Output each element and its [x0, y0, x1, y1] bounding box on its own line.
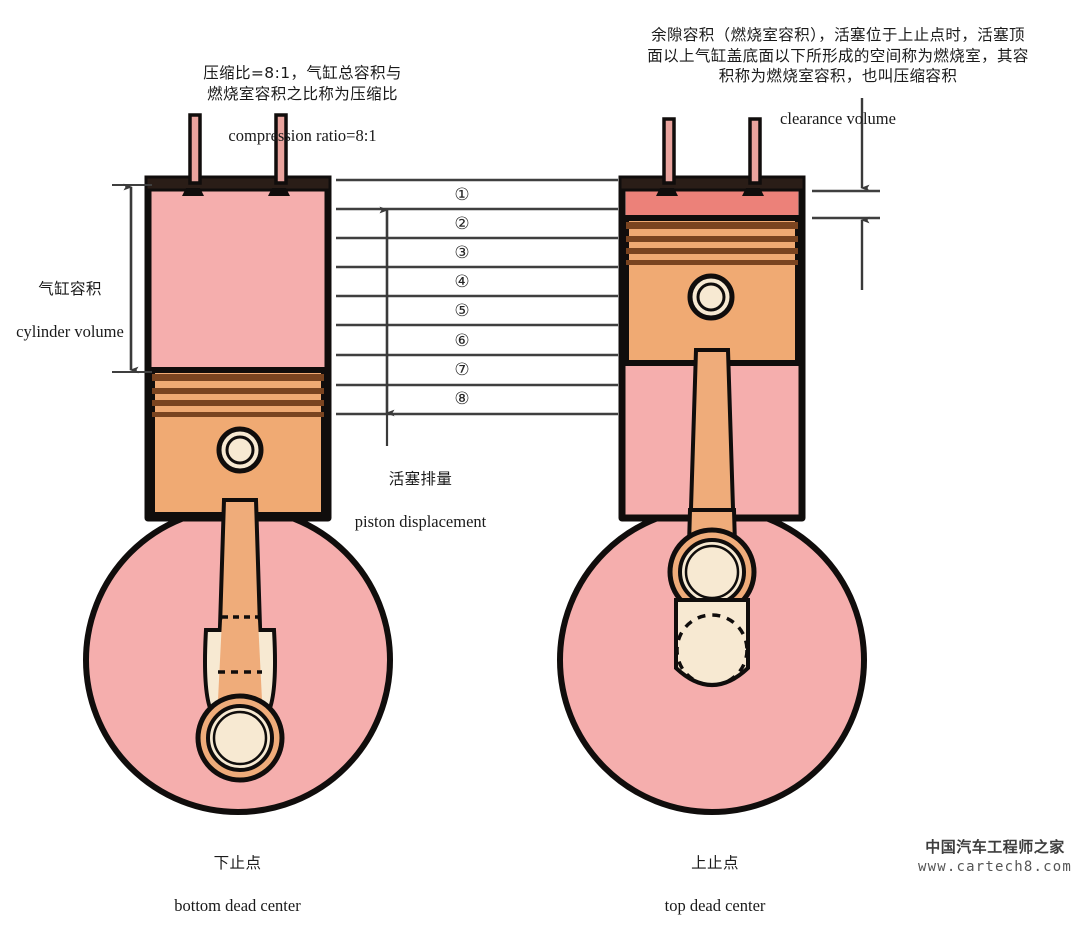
annotation-clearance-volume-en: clearance volume: [780, 108, 896, 128]
caption-top-dead-center-en: top dead center: [664, 895, 766, 915]
scale-number: ①: [454, 184, 470, 205]
label-cylinder-volume-en: cylinder volume: [16, 321, 124, 341]
annotation-compression-ratio-cn: 压缩比=8:1，气缸总容积与 燃烧室容积之比称为压缩比: [203, 64, 402, 103]
scale-number-column: ① ② ③ ④ ⑤ ⑥ ⑦ ⑧: [440, 180, 484, 414]
left-connecting-rod: [203, 498, 277, 718]
watermark-site-name-cn: 中国汽车工程师之家: [925, 838, 1065, 856]
engine-cylinder-diagram: [83, 98, 880, 815]
caption-bottom-dead-center-en: bottom dead center: [174, 895, 301, 915]
caption-bottom-dead-center-cn: 下止点: [213, 854, 262, 873]
scale-number: ⑥: [454, 330, 470, 351]
diagram-canvas: 压缩比=8:1，气缸总容积与 燃烧室容积之比称为压缩比 compression …: [0, 4, 1080, 915]
right-valve-seat-intake: [656, 188, 678, 196]
left-exhaust-valve: [274, 113, 288, 185]
right-exhaust-valve: [748, 117, 762, 185]
right-engine-top-dead-center: [557, 117, 867, 815]
watermark: 中国汽车工程师之家 www.cartech8.com: [915, 836, 1075, 875]
left-crankpin: [195, 693, 285, 783]
scale-number: ②: [454, 213, 470, 234]
left-valve-seat-exhaust: [268, 188, 290, 196]
watermark-url: www.cartech8.com: [917, 859, 1073, 875]
left-piston-ring-2: [152, 388, 324, 394]
scale-number: ⑦: [454, 359, 470, 380]
right-crank-swept-circle: [675, 613, 749, 687]
left-piston-pin-inner: [225, 435, 255, 465]
left-piston-ring-3: [152, 400, 324, 406]
left-valve-seat-intake: [182, 188, 204, 196]
right-cylinder-head: [618, 175, 806, 192]
caption-top-dead-center: 上止点 top dead center: [630, 832, 800, 938]
scale-number: ④: [454, 272, 470, 293]
annotation-compression-ratio-en: compression ratio=8:1: [228, 126, 377, 146]
scale-number: ③: [454, 242, 470, 263]
left-piston-ring-1: [152, 374, 324, 381]
right-clearance-volume: [626, 191, 798, 218]
right-piston: [623, 215, 801, 366]
label-cylinder-volume: 气缸容积 cylinder volume: [0, 258, 140, 364]
label-piston-displacement-en: piston displacement: [354, 511, 487, 531]
caption-bottom-dead-center: 下止点 bottom dead center: [150, 832, 325, 938]
label-piston-displacement-cn: 活塞排量: [388, 470, 453, 489]
right-crankpin: [667, 527, 757, 617]
right-intake-valve: [662, 117, 676, 185]
left-piston-ring-4: [152, 412, 324, 417]
left-cylinder-head: [144, 175, 332, 192]
scale-number: ⑧: [454, 388, 470, 409]
annotation-clearance-volume: 余隙容积（燃烧室容积），活塞位于上止点时，活塞顶 面以上气缸盖底面以下所形成的空…: [596, 4, 1080, 150]
label-piston-displacement: 活塞排量 piston displacement: [318, 448, 523, 554]
right-crank-counterweight: [674, 598, 750, 687]
right-piston-ring-2: [626, 236, 798, 242]
right-piston-ring-3: [626, 248, 798, 254]
right-valve-seat-exhaust: [742, 188, 764, 196]
annotation-clearance-volume-cn: 余隙容积（燃烧室容积），活塞位于上止点时，活塞顶 面以上气缸盖底面以下所形成的空…: [647, 26, 1029, 86]
left-combustion-chamber: [152, 184, 324, 370]
left-piston: [149, 367, 327, 518]
right-piston-pin-inner: [696, 282, 726, 312]
caption-top-dead-center-cn: 上止点: [691, 854, 739, 873]
scale-number: ⑤: [454, 301, 470, 322]
clearance-volume-dimension: [812, 98, 880, 290]
right-piston-ring-1: [626, 222, 798, 229]
left-engine-bottom-dead-center: [83, 113, 393, 815]
cylinder-volume-dimension: [112, 183, 152, 374]
left-intake-valve: [188, 113, 202, 185]
label-cylinder-volume-cn: 气缸容积: [38, 280, 102, 299]
right-piston-ring-4: [626, 260, 798, 265]
annotation-compression-ratio: 压缩比=8:1，气缸总容积与 燃烧室容积之比称为压缩比 compression …: [120, 42, 485, 168]
